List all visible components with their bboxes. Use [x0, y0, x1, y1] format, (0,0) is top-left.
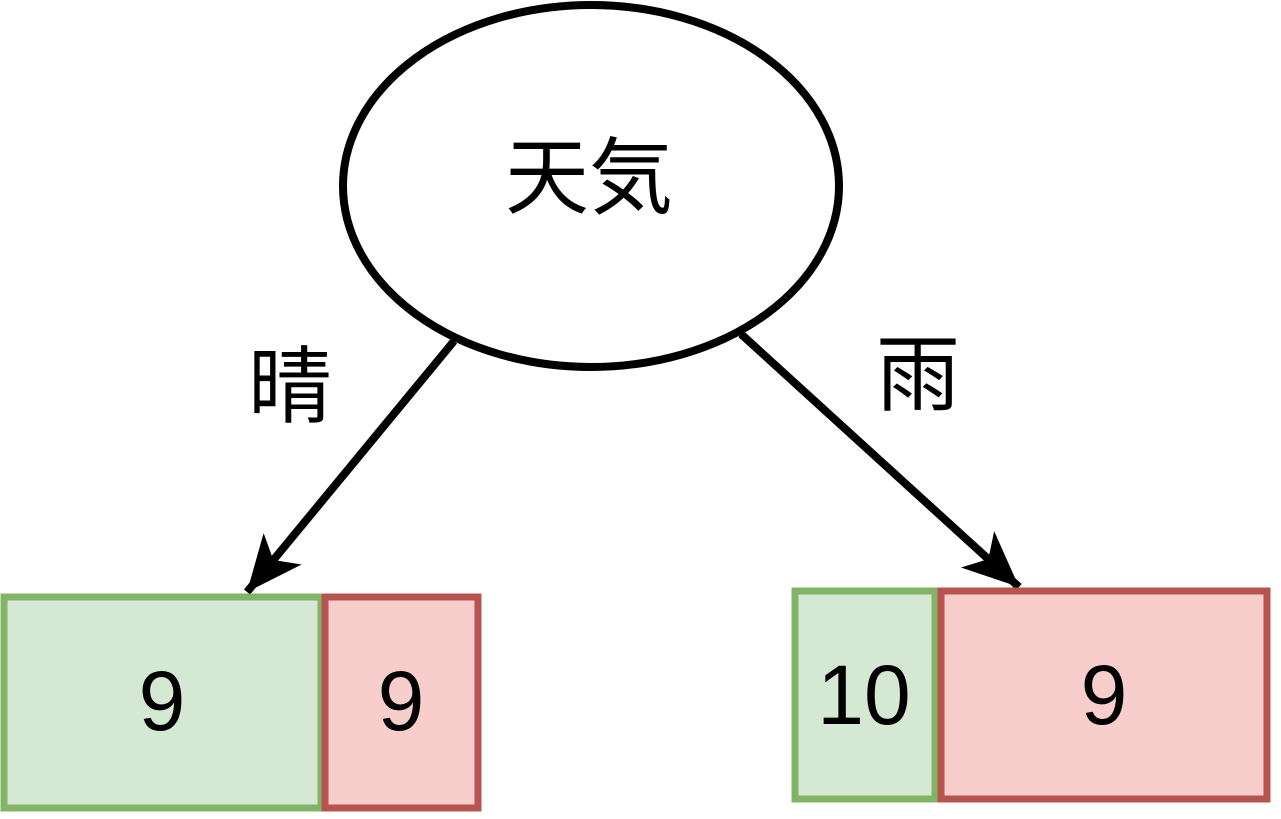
- sunny-green-count: 9: [139, 654, 186, 748]
- sunny-edge-label: 晴: [248, 340, 332, 434]
- sunny-edge-arrow: [243, 338, 458, 595]
- weather-node-ellipse: [339, 1, 843, 371]
- rainy-red-box: [937, 587, 1271, 803]
- rainy-green-box: [791, 587, 939, 803]
- rainy-edge-label: 雨: [876, 328, 960, 422]
- rainy-red-count: 9: [1081, 648, 1128, 742]
- rainy-green-count: 10: [817, 648, 910, 742]
- rainy-edge-arrow: [738, 331, 1022, 590]
- sunny-green-box: [0, 593, 325, 812]
- sunny-red-box: [321, 593, 482, 812]
- sunny-red-count: 9: [378, 654, 425, 748]
- weather-node-label: 天気: [505, 131, 673, 225]
